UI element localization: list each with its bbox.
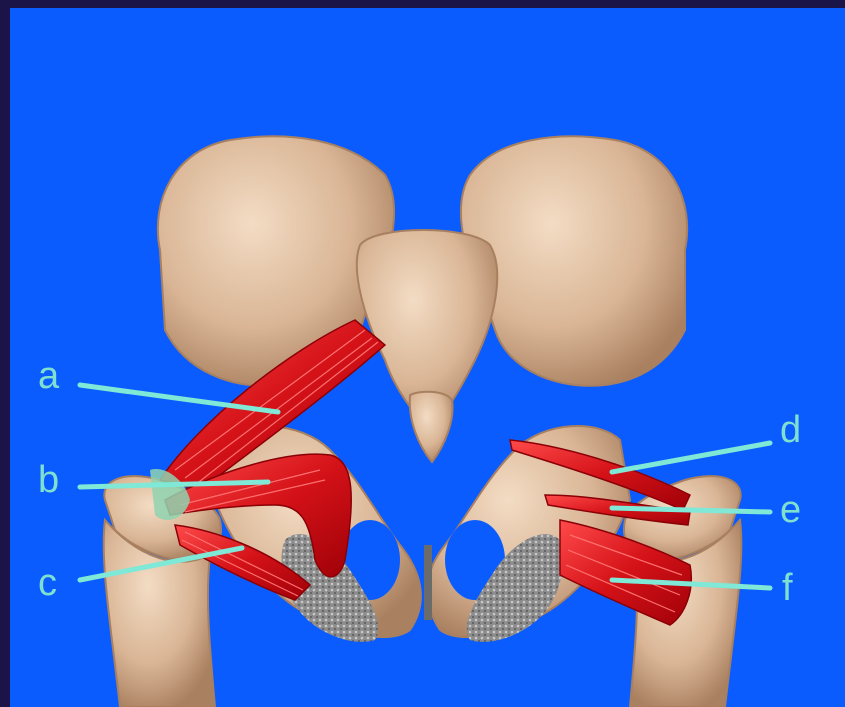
pubic-symphysis	[424, 545, 432, 620]
label-f: f	[782, 567, 793, 609]
label-b: b	[38, 459, 59, 501]
label-c: c	[38, 562, 57, 604]
label-a: a	[38, 355, 60, 397]
label-e: e	[780, 489, 801, 531]
label-d: d	[780, 409, 801, 451]
